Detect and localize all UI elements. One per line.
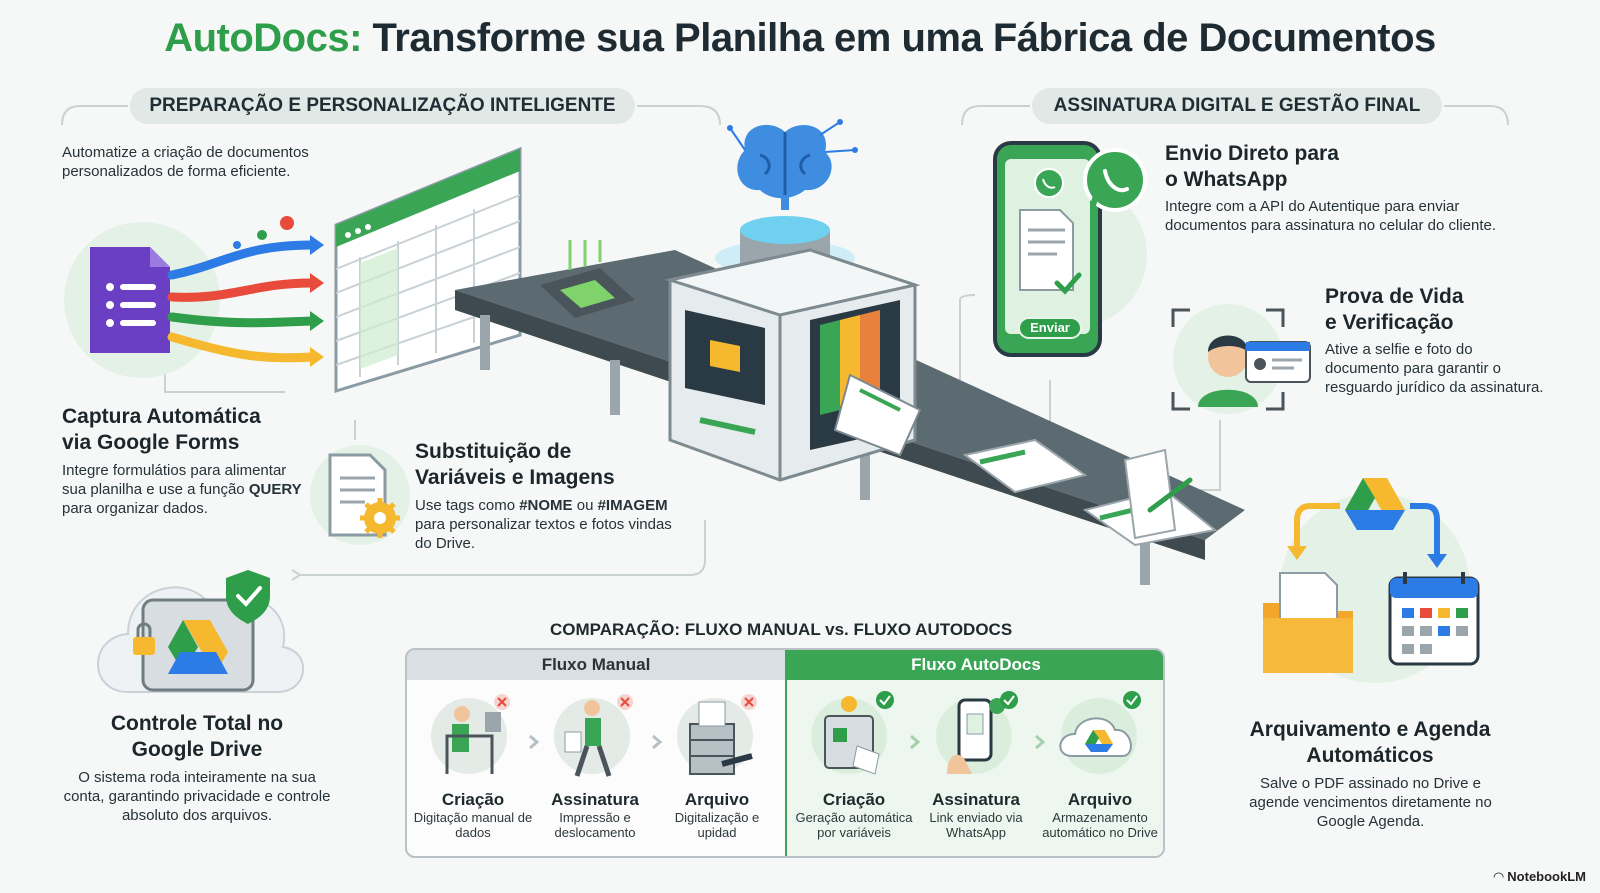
- manual-steps-icons: [431, 694, 757, 777]
- phone-hand-icon: [936, 691, 1018, 774]
- lock-icon: [133, 622, 155, 655]
- scanner-cabinet-icon: [677, 694, 757, 775]
- desk-typing-icon: [431, 694, 510, 774]
- cloud-drive-icon: [1059, 691, 1141, 774]
- manual-step-creation: Criação Digitação manual de dados: [413, 790, 533, 840]
- id-card-icon: [1245, 341, 1311, 383]
- shield-check-icon: [226, 570, 270, 624]
- forms-icon: [90, 247, 170, 353]
- google-drive-icon: [1345, 478, 1405, 530]
- variables-title: Substituição de Variáveis e Imagens: [415, 440, 615, 489]
- comparison-title: COMPARAÇÃO: FLUXO MANUAL vs. FLUXO AUTOD…: [550, 620, 1013, 639]
- drive-description: O sistema roda inteiramente na sua conta…: [63, 769, 331, 824]
- calendar-icon: [1388, 572, 1480, 666]
- section-pill-left: PREPARAÇÃO E PERSONALIZAÇÃO INTELIGENTE: [130, 88, 635, 124]
- whatsapp-icon-small: [1034, 168, 1064, 198]
- title-rest: Transforme sua Planilha em uma Fábrica d…: [361, 16, 1437, 60]
- signed-document-icon: [1123, 448, 1193, 540]
- google-forms-illustration: [64, 216, 324, 378]
- spreadsheet-illustration: [334, 146, 522, 394]
- title-brand: AutoDocs:: [164, 16, 362, 60]
- archive-description: Salve o PDF assinado no Drive e agende v…: [1249, 775, 1492, 830]
- intro-text: Automatize a criação de documentos perso…: [62, 144, 309, 180]
- auto-step-creation: Criação Geração automática por variáveis: [795, 790, 913, 840]
- page-title: AutoDocs: Transforme sua Planilha em uma…: [0, 16, 1600, 61]
- send-button[interactable]: Enviar: [1018, 317, 1082, 339]
- manual-step-archive: Arquivo Digitalização e upidad: [674, 790, 760, 840]
- google-drive-icon: [168, 620, 228, 674]
- whatsapp-icon: [1083, 148, 1147, 212]
- whatsapp-description: Integre com a API do Autentique para env…: [1165, 198, 1497, 234]
- drive-title: Controle Total no Google Drive: [110, 712, 284, 761]
- autodocs-flow-header: Fluxo AutoDocs: [785, 650, 1163, 680]
- manual-flow-header: Fluxo Manual: [407, 650, 785, 680]
- machine-icon: [811, 691, 894, 775]
- walking-person-icon: [554, 694, 633, 777]
- forms-description: Integre formulátios para alimentar sua p…: [62, 462, 302, 517]
- gear-icon: [360, 498, 400, 538]
- person-avatar-icon: [1198, 335, 1258, 407]
- manual-step-signature: Assinatura Impressão e deslocamento: [551, 790, 639, 840]
- whatsapp-title: Envio Direto para o WhatsApp: [1165, 142, 1339, 191]
- document-gear-illustration: [310, 445, 410, 545]
- auto-step-signature: Assinatura Link enviado via WhatsApp: [929, 790, 1023, 840]
- section-pill-right: ASSINATURA DIGITAL E GESTÃO FINAL: [1032, 88, 1442, 124]
- whatsapp-phone-illustration: [993, 141, 1147, 357]
- document-factory-machine: [664, 119, 922, 482]
- variables-description: Use tags como #NOME ou #IMAGEM para pers…: [415, 497, 672, 552]
- archive-title: Arquivamento e Agenda Automáticos: [1249, 718, 1491, 767]
- notebooklm-icon: ◠: [1493, 869, 1508, 884]
- proof-description: Ative a selfie e foto do documento para …: [1325, 341, 1544, 396]
- archive-calendar-illustration: [1263, 478, 1480, 683]
- chip-icon: [540, 240, 635, 318]
- proof-title: Prova de Vida e Verificação: [1325, 285, 1464, 334]
- auto-step-archive: Arquivo Armazenamento automático no Driv…: [1042, 790, 1158, 840]
- drive-safe-illustration: [97, 570, 305, 693]
- selfie-verification-illustration: [1171, 304, 1311, 414]
- comparison-table: Fluxo Manual Fluxo AutoDocs: [405, 648, 1165, 858]
- folder-icon: [1263, 572, 1353, 673]
- forms-title: Captura Automática via Google Forms: [62, 405, 261, 454]
- notebooklm-credit: ◠ NotebookLM: [1493, 869, 1586, 884]
- autodocs-steps-icons: [811, 691, 1141, 775]
